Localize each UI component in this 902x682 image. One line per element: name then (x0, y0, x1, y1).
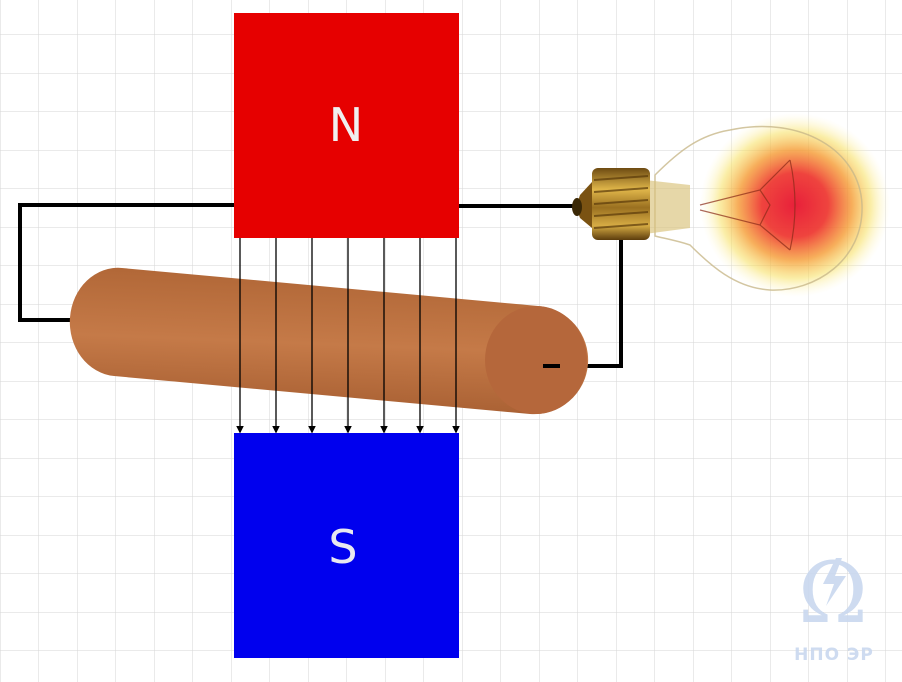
conductor-rod (69, 267, 589, 415)
north-pole: N (234, 13, 459, 238)
south-pole-block (234, 433, 459, 658)
north-pole-block (234, 13, 459, 238)
lightning-icon (823, 558, 846, 606)
left-wire (18, 203, 234, 322)
watermark-logo: Ω НПО ЭР (794, 544, 874, 665)
bulb-base (572, 168, 650, 240)
south-pole: S (234, 433, 459, 658)
bulb-glass (654, 125, 863, 291)
watermark-text: НПО ЭР (794, 645, 874, 665)
bulb-filament (699, 159, 796, 251)
rod-body (69, 267, 589, 415)
south-pole-label: S (328, 520, 357, 574)
magnetic-field-lines (236, 238, 460, 434)
light-bulb (572, 113, 890, 297)
bulb-neck (645, 180, 690, 234)
north-pole-label: N (329, 98, 363, 152)
rod-end-face (485, 306, 587, 414)
